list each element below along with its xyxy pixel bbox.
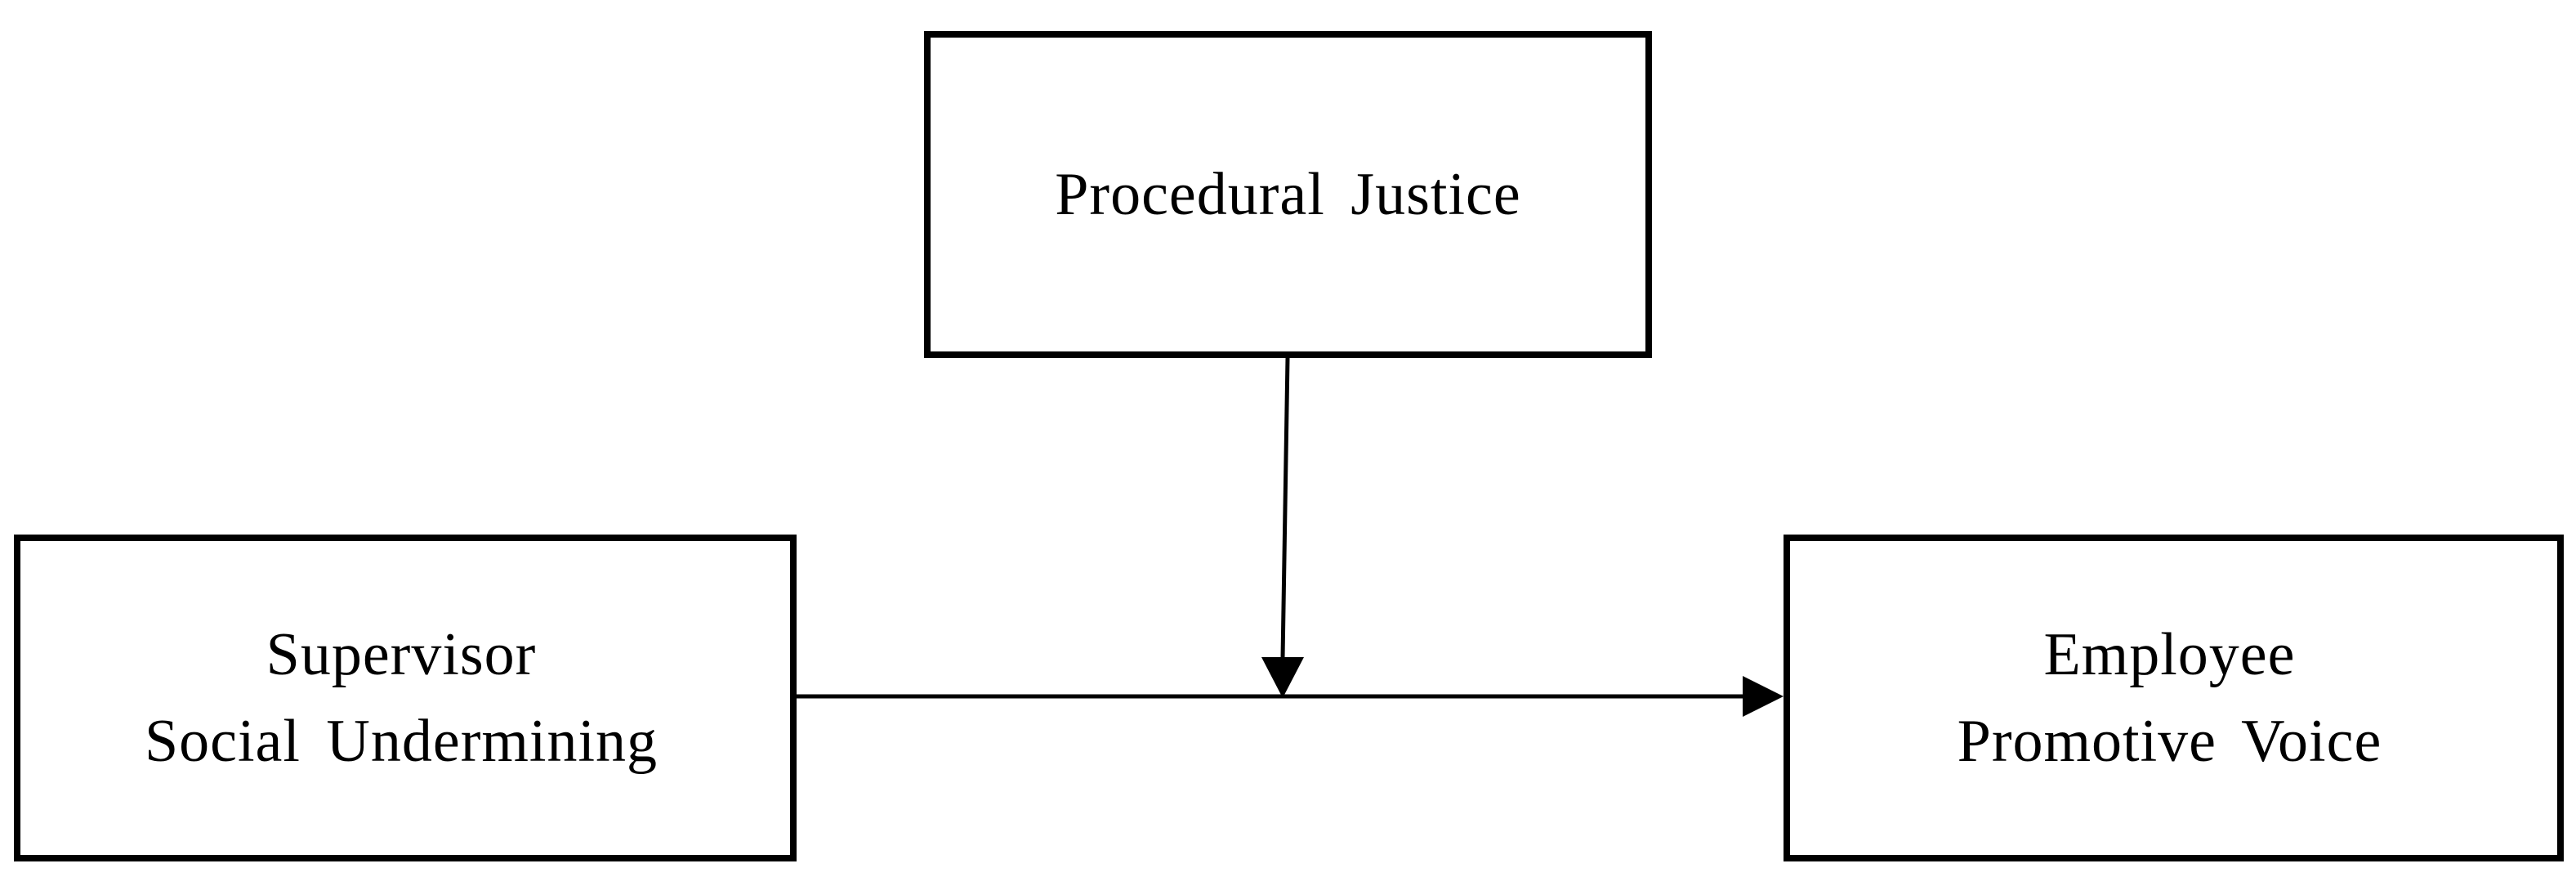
supervisor-label-line-1: Supervisor [266,621,537,688]
moderation-arrowhead [1261,657,1304,698]
procedural-justice-label: Procedural Justice [1055,161,1521,228]
procedural-justice-box: Procedural Justice [924,31,1652,358]
supervisor-social-undermining-box: Supervisor Social Undermining [14,535,797,861]
employee-promotive-voice-box: Employee Promotive Voice [1784,535,2564,861]
employee-label-line-2: Promotive Voice [1957,708,2382,775]
employee-label-line-1: Employee [2043,621,2296,688]
direct-effect-arrowhead [1743,676,1784,717]
supervisor-label-line-2: Social Undermining [144,708,659,775]
moderation-arrow-line [1280,357,1290,659]
